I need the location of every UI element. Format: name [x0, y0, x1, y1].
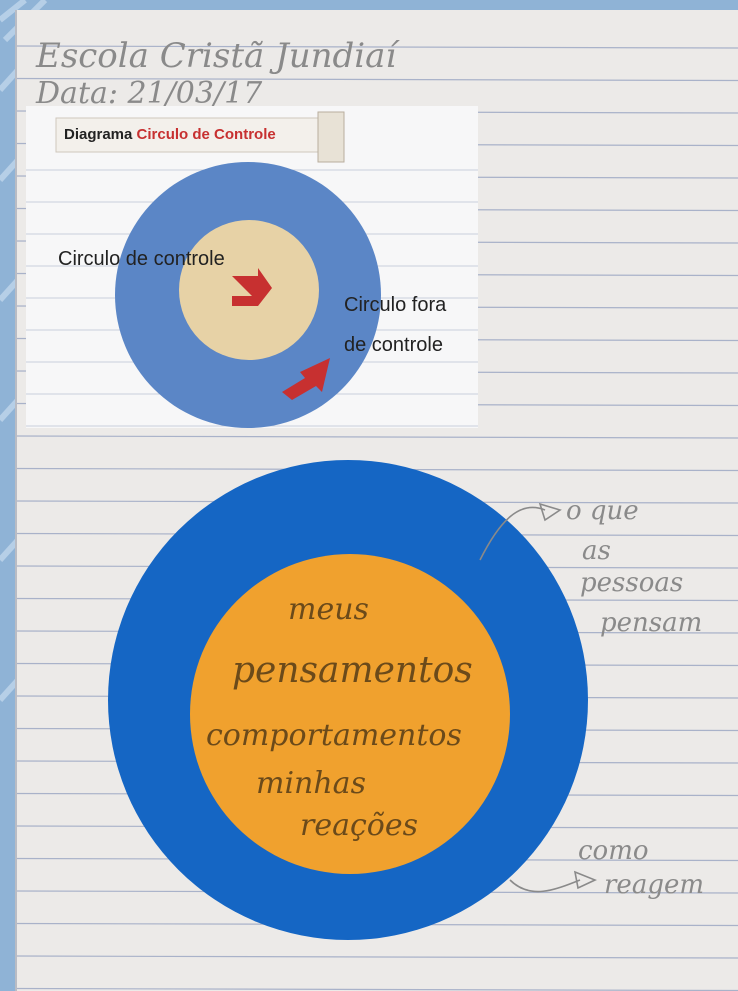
pencil-arrow-bottom [509, 879, 581, 893]
inner-word-2: pensamentos [232, 650, 473, 691]
outer-note-top-1: o que [566, 496, 639, 526]
pencil-arrow-top [479, 506, 546, 561]
card-title-strip [55, 117, 333, 153]
outer-note-top-4: pensam [600, 608, 703, 638]
card-title-part1: Diagrama [64, 126, 133, 143]
outer-note-top-2: as [582, 536, 611, 566]
card-outer-label-1: Circulo fora [344, 294, 447, 316]
card-inner-label: Circulo de controle [58, 248, 225, 270]
card-outer-label-2: de controle [344, 334, 443, 356]
card-title-part2: Circulo de Controle [136, 126, 276, 143]
date-line: Data: 21/03/17 [36, 76, 263, 111]
outer-note-top-3: pessoas [580, 568, 684, 598]
outer-note-bottom-1: como [578, 836, 649, 866]
inner-word-4: minhas [256, 766, 366, 801]
card-arrow-inner [232, 268, 272, 306]
inner-word-1: meus [288, 592, 369, 627]
school-name: Escola Cristã Jundiaí [36, 36, 397, 76]
inner-word-5: reações [300, 808, 418, 843]
inner-circle [190, 554, 510, 874]
tape-piece [317, 111, 345, 163]
inner-word-3: comportamentos [206, 718, 462, 753]
outer-note-bottom-2: reagem [604, 870, 705, 900]
card-title: Diagrama Circulo de Controle [64, 126, 276, 143]
card-arrow-outer [282, 358, 330, 400]
